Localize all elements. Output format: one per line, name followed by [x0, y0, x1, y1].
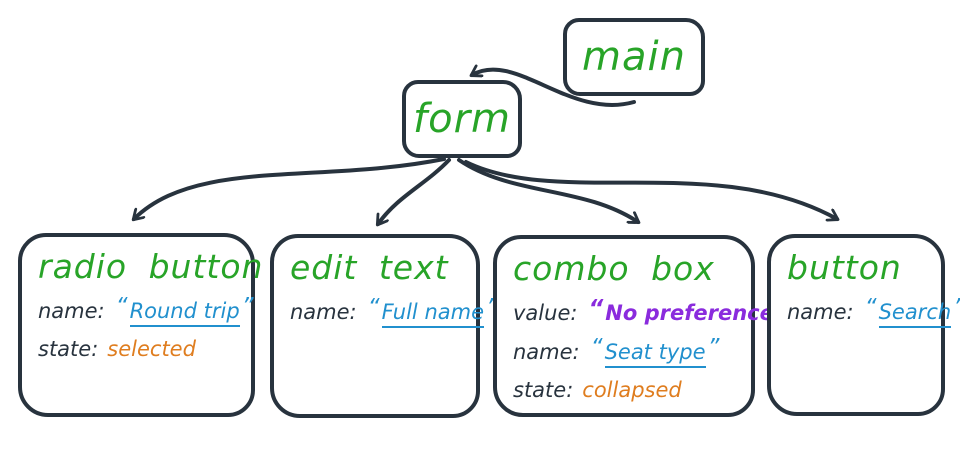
property-row-name: name: “Seat type” — [513, 336, 735, 368]
open-quote: “ — [367, 294, 380, 321]
node-form: form — [402, 80, 522, 158]
node-edit-text: edit text name: “Full name” — [270, 234, 498, 418]
property-row-name: name: “Round trip” — [38, 295, 254, 327]
property-key: name: — [513, 339, 580, 364]
property-row-state: state: collapsed — [513, 377, 735, 402]
node-radio-button-label: radio button — [38, 247, 264, 286]
property-row-value: value:“No preference” — [513, 297, 791, 325]
property-key: name: — [38, 298, 105, 323]
property-value: collapsed — [582, 377, 682, 402]
node-main: main — [563, 18, 705, 96]
node-form-label: form — [413, 96, 511, 142]
open-quote: “ — [864, 294, 877, 321]
node-main-label: main — [582, 34, 686, 80]
property-key: state: — [513, 377, 574, 402]
node-button: button name: “Search” — [767, 234, 960, 416]
node-combo-box-label: combo box — [513, 249, 715, 288]
close-quote: ” — [707, 334, 720, 361]
edge-form-to-combo-box — [457, 158, 638, 222]
property-row-name: name: “Full name” — [290, 296, 498, 328]
close-quote: ” — [486, 294, 498, 321]
property-value: Round trip — [129, 298, 240, 327]
open-quote: “ — [590, 334, 603, 361]
property-value: Seat type — [604, 339, 706, 368]
close-quote: ” — [953, 295, 960, 321]
close-quote: ” — [241, 293, 254, 320]
node-button-label: button — [787, 248, 902, 287]
property-value: Search — [878, 299, 952, 328]
node-combo-box: combo box value: “No preference ” name: “Se… — [493, 235, 791, 417]
property-key: value: — [513, 300, 578, 325]
node-edit-text-label: edit text — [290, 248, 449, 287]
property-row-state: state: selected — [38, 336, 235, 361]
property-key: name: — [290, 299, 357, 324]
open-quote: “ — [115, 293, 128, 320]
property-value: No preference — [605, 300, 774, 325]
property-key: state: — [38, 336, 99, 361]
open-quote: “ — [588, 295, 604, 322]
node-radio-button: radio button name: “Round trip” state: sel… — [18, 233, 264, 417]
edge-form-to-button — [464, 160, 837, 219]
property-key: name: — [787, 299, 854, 324]
property-row-name: name: “Search” — [787, 296, 960, 328]
property-value: selected — [107, 336, 196, 361]
property-value: Full name — [381, 299, 484, 328]
edge-form-to-edit-text — [378, 158, 451, 224]
edge-form-to-radio-button — [134, 157, 446, 219]
